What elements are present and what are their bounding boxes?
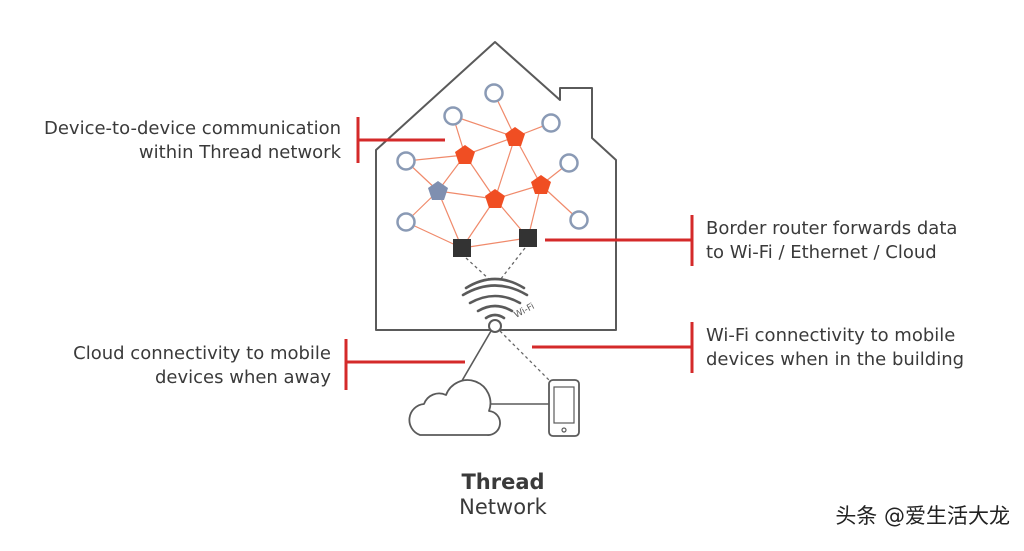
router-to-wifi-link [499,247,526,281]
watermark: 头条 @爱生活大龙 [835,504,1010,528]
router-node [505,127,525,146]
wifi-to-phone-link [499,330,556,387]
end-device-node [569,210,589,230]
callout-border-router [545,215,694,266]
border-router-node [519,229,537,247]
router-to-wifi-link [465,257,491,281]
wifi-icon: Wi-Fi [461,277,537,333]
label-line: devices when away [155,367,331,388]
label-wifi: Wi-Fi connectivity to mobile devices whe… [706,324,964,372]
label-border-router: Border router forwards data to Wi-Fi / E… [706,217,957,265]
leader-node [428,181,448,200]
house-outline [375,41,617,331]
router-node [531,175,551,194]
end-device-node [541,113,561,133]
label-line: Wi-Fi connectivity to mobile [706,325,956,346]
label-line: within Thread network [138,142,341,163]
end-device-node [484,83,504,103]
callout-cloud [344,339,465,390]
router-node [485,189,505,208]
smartphone-icon [548,379,580,437]
label-line: Device-to-device communication [44,118,341,139]
end-device-node [396,212,416,232]
callout-device-to-device [356,117,445,163]
title-sub: Network [459,495,547,519]
label-line: to Wi-Fi / Ethernet / Cloud [706,242,937,263]
router-node [455,145,475,164]
label-cloud: Cloud connectivity to mobile devices whe… [73,342,331,390]
wifi-icon-text: Wi-Fi [513,302,537,321]
callout-wifi [532,322,694,373]
label-line: Cloud connectivity to mobile [73,343,331,364]
label-device-to-device: Device-to-device communication within Th… [44,117,341,165]
diagram-title: Thread Network [403,470,603,520]
label-line: devices when in the building [706,349,965,370]
end-device-node [559,153,579,173]
title-main: Thread [461,470,545,494]
label-line: Border router forwards data [706,218,958,239]
cloud-icon [408,379,501,436]
border-router-node [453,239,471,257]
end-device-node [396,151,416,171]
end-device-node [443,106,463,126]
